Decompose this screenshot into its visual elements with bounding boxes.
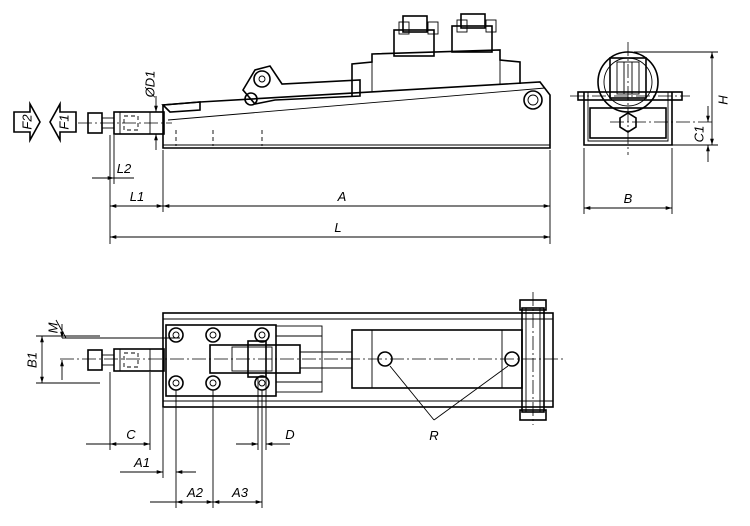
top-plunger-head — [87, 349, 103, 371]
side-lever-pivot — [253, 70, 271, 88]
side-view — [78, 13, 551, 149]
label-a: A — [337, 189, 347, 204]
top-view-base — [162, 312, 554, 408]
top-view — [60, 292, 565, 425]
label-r: R — [429, 428, 438, 443]
leader-r-2 — [433, 365, 509, 421]
label-l: L — [334, 220, 341, 235]
label-h: H — [716, 95, 731, 105]
side-link-pin — [244, 92, 258, 106]
force-arrows — [13, 100, 77, 144]
label-l1: L1 — [130, 189, 144, 204]
label-f1: F1 — [57, 114, 72, 129]
label-m: M — [46, 322, 61, 333]
side-hidden-bolts — [175, 130, 263, 146]
label-a2: A2 — [186, 485, 204, 500]
label-l2: L2 — [117, 161, 132, 176]
arrow-f1 — [49, 100, 77, 144]
arrow-f2 — [13, 100, 41, 144]
side-cylinder — [351, 49, 521, 96]
label-b: B — [624, 191, 633, 206]
side-valve-1 — [393, 29, 435, 57]
side-lever-arm — [242, 65, 361, 105]
side-front-block — [161, 101, 201, 113]
side-base-body — [162, 81, 551, 149]
end-view-bracket — [583, 92, 673, 146]
label-d: D — [285, 427, 294, 442]
label-d1: ØD1 — [143, 71, 158, 99]
top-plunger-sleeve — [113, 348, 165, 372]
side-valve-2 — [451, 25, 493, 53]
label-f2: F2 — [20, 114, 35, 130]
label-c1: C1 — [692, 126, 707, 143]
leader-r-1 — [389, 365, 435, 421]
end-view — [570, 42, 712, 155]
label-c: C — [126, 427, 136, 442]
label-a3: A3 — [231, 485, 249, 500]
label-b1: B1 — [25, 352, 40, 368]
label-a1: A1 — [133, 455, 150, 470]
side-rear-pivot — [523, 90, 543, 110]
side-base-top-edge — [167, 87, 546, 121]
